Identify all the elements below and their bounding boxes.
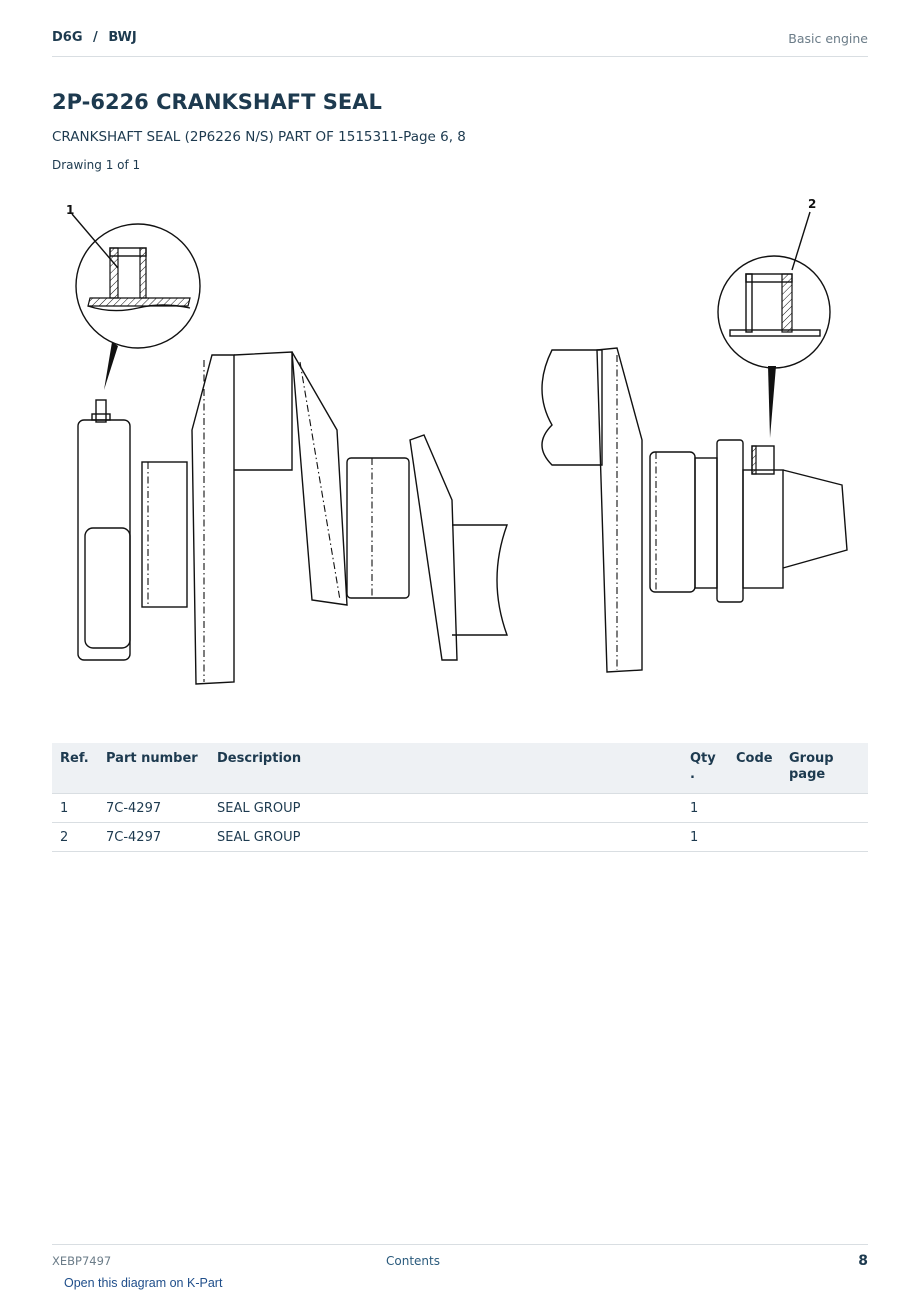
cell-description: SEAL GROUP — [209, 793, 682, 823]
cell-part-number: 7C-4297 — [98, 822, 209, 852]
col-header-ref: Ref. — [52, 743, 98, 794]
col-header-group-page: Group page — [781, 743, 868, 794]
contents-link[interactable]: Contents — [386, 1254, 440, 1268]
cell-group-page — [781, 793, 868, 823]
page-title: 2P-6226 CRANKSHAFT SEAL — [52, 90, 382, 114]
table-row: 1 7C-4297 SEAL GROUP 1 — [52, 793, 868, 823]
parts-diagram: 1 2 — [52, 190, 868, 720]
left-crankshaft-section — [77, 351, 508, 685]
section-name: Basic engine — [788, 31, 868, 46]
col-header-part-number: Part number — [98, 743, 209, 794]
cell-code — [728, 793, 781, 823]
cell-description: SEAL GROUP — [209, 822, 682, 852]
cell-ref: 2 — [52, 822, 98, 852]
cell-group-page — [781, 822, 868, 852]
col-header-description: Description — [209, 743, 682, 794]
breadcrumb-separator: / — [93, 30, 98, 45]
breadcrumb: D6G / BWJ — [52, 30, 137, 45]
detail-callout-1: 1 — [66, 203, 201, 390]
table-header-row: Ref. Part number Description Qty . Code … — [52, 743, 868, 794]
breadcrumb-model: D6G — [52, 30, 83, 45]
parts-table: Ref. Part number Description Qty . Code … — [52, 743, 868, 852]
page-subtitle: CRANKSHAFT SEAL (2P6226 N/S) PART OF 151… — [52, 129, 466, 145]
cell-qty: 1 — [682, 793, 728, 823]
page-number: 8 — [858, 1253, 868, 1269]
col-header-qty: Qty . — [682, 743, 728, 794]
cell-qty: 1 — [682, 822, 728, 852]
cell-ref: 1 — [52, 793, 98, 823]
cell-part-number: 7C-4297 — [98, 793, 209, 823]
crankshaft-drawing: 1 2 — [66, 197, 848, 685]
col-header-code: Code — [728, 743, 781, 794]
open-kpart-link[interactable]: Open this diagram on K-Part — [64, 1276, 223, 1290]
page-footer: XEBP7497 Contents 8 — [52, 1244, 868, 1275]
document-id: XEBP7497 — [52, 1254, 112, 1268]
cell-code — [728, 822, 781, 852]
page-header: D6G / BWJ Basic engine — [52, 28, 868, 57]
breadcrumb-serial-prefix: BWJ — [108, 30, 137, 45]
detail-callout-2: 2 — [717, 197, 831, 438]
table-row: 2 7C-4297 SEAL GROUP 1 — [52, 822, 868, 852]
drawing-count: Drawing 1 of 1 — [52, 158, 141, 172]
callout-label-2: 2 — [808, 197, 816, 211]
callout-label-1: 1 — [66, 203, 74, 217]
right-crankshaft-section — [541, 347, 848, 673]
